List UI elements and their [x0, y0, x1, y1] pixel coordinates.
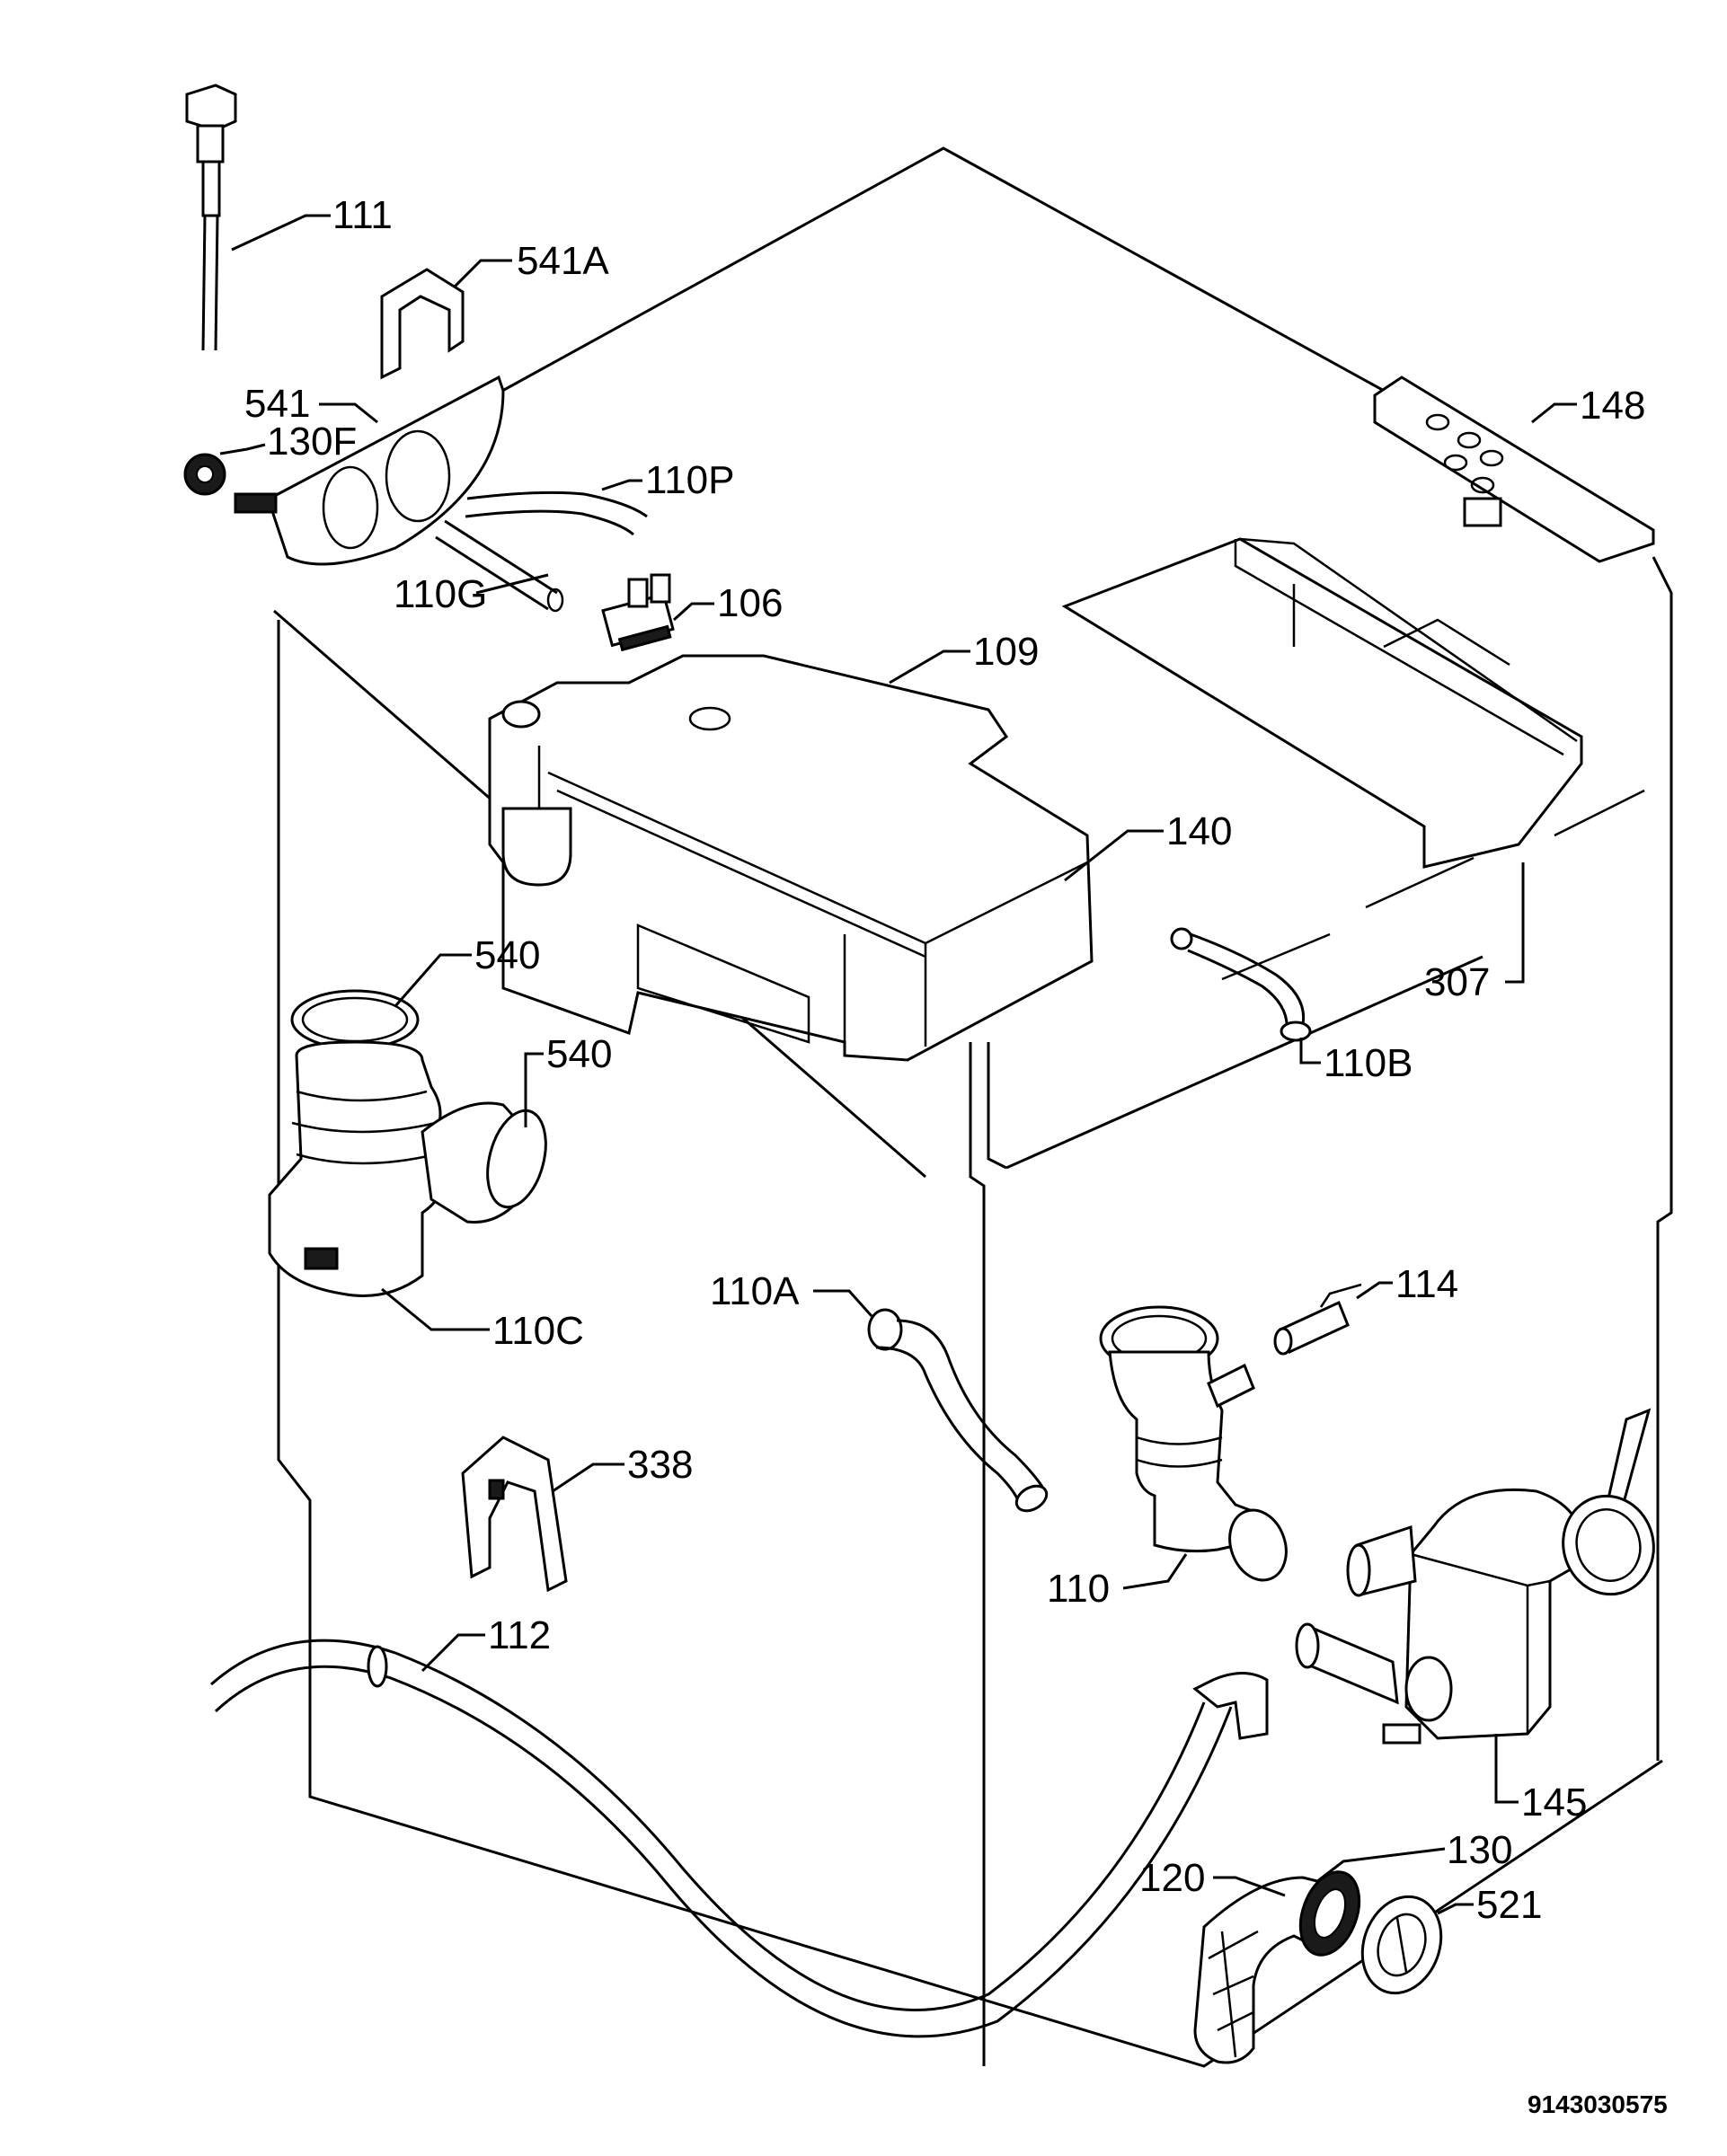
part-120-130-521-filter	[1193, 1870, 1443, 2064]
part-110a-hose	[867, 1308, 1049, 1513]
label-120: 120	[1139, 1856, 1205, 1900]
part-112-drain-hose	[210, 1639, 1269, 2038]
part-114-connector	[1273, 1283, 1362, 1356]
part-540-bellows	[268, 989, 547, 1297]
document-number: 9143030575	[1528, 2090, 1668, 2118]
label-111: 111	[332, 193, 393, 237]
label-148: 148	[1580, 384, 1645, 428]
label-307: 307	[1424, 960, 1490, 1004]
label-130: 130	[1447, 1828, 1512, 1872]
part-338-clip	[461, 1436, 568, 1593]
part-307-drawer	[1061, 537, 1583, 869]
label-110p: 110P	[645, 458, 735, 502]
part-148-lid	[1373, 376, 1655, 563]
part-110-hose	[1099, 1305, 1288, 1582]
label-110: 110	[1047, 1567, 1110, 1611]
part-110b-hose	[1170, 927, 1312, 1042]
label-540-upper: 540	[474, 933, 540, 977]
label-541a: 541A	[517, 239, 609, 283]
part-145-pump	[1295, 1408, 1655, 1745]
label-110c: 110C	[492, 1309, 584, 1353]
label-110a: 110A	[710, 1269, 800, 1313]
label-338: 338	[627, 1443, 693, 1487]
part-110p-hose	[465, 490, 648, 536]
leader-lines	[219, 214, 1577, 1915]
label-110b: 110B	[1324, 1041, 1413, 1085]
label-106: 106	[717, 581, 783, 625]
label-521: 521	[1476, 1883, 1542, 1927]
part-541-panel	[234, 375, 505, 566]
label-109: 109	[973, 630, 1039, 674]
label-145: 145	[1521, 1780, 1587, 1825]
label-130f: 130F	[267, 420, 357, 464]
label-140: 140	[1166, 809, 1232, 853]
label-112: 112	[488, 1613, 551, 1657]
part-109-140-dispenser-housing	[488, 654, 1094, 1062]
part-labels: 111 541A 148 541 130F 110P 110G 106 109 …	[244, 193, 1668, 2118]
label-541: 541	[244, 382, 310, 426]
part-541a-clip	[380, 268, 465, 380]
part-130f-nut	[183, 453, 226, 496]
label-110g: 110G	[394, 572, 487, 616]
label-540-lower: 540	[546, 1032, 612, 1076]
part-110g-tube	[435, 519, 564, 613]
part-111-inlet-hose	[185, 84, 237, 351]
part-106-valve	[601, 573, 675, 652]
label-114: 114	[1395, 1262, 1458, 1306]
